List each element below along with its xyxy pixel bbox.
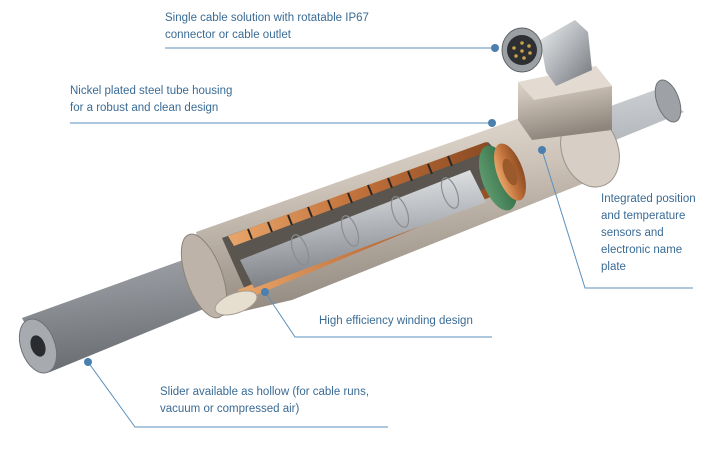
callout-winding-line-1: High efficiency winding design [319,315,473,327]
callout-sensors-line-3: sensors and [601,227,664,239]
winding-dot [261,288,269,296]
callout-connector-line-2: connector or cable outlet [165,29,291,41]
connector-block [518,66,612,140]
callout-sensors-line-2: and temperature [601,210,686,222]
callout-sensors-line-4: electronic name [601,244,683,256]
callout-housing-line-1: Nickel plated steel tube housing [70,85,233,97]
leader-lines [70,47,693,428]
sensors-dot [538,146,546,154]
slider-dot [84,358,92,366]
callout-connector: Single cable solution with rotatable IP6… [165,10,369,44]
front-end-cap [214,290,258,316]
callout-housing: Nickel plated steel tube housing for a r… [70,83,232,117]
sensor-ring [478,143,526,211]
hollow-bore-icon [30,335,46,357]
inner-magnet-rod [240,170,486,288]
callout-slider: Slider available as hollow (for cable ru… [160,384,369,418]
callout-sensors-line-1: Integrated position [601,193,696,205]
callout-sensors-line-5: plate [601,261,626,273]
leader-dots [84,44,546,366]
callout-winding: High efficiency winding design [319,313,473,330]
callout-slider-line-2: vacuum or compressed air) [160,403,300,415]
callout-connector-line-1: Single cable solution with rotatable IP6… [165,12,369,24]
sensors-leader [541,149,693,289]
slider-leader [87,361,388,428]
callout-housing-line-2: for a robust and clean design [70,102,219,114]
callout-slider-line-1: Slider available as hollow (for cable ru… [160,386,370,398]
callout-sensors: Integrated position and temperature sens… [601,191,696,276]
rotatable-connector [501,20,592,86]
connector-dot [491,44,499,52]
winding-leader [264,291,492,338]
housing-dot [488,119,496,127]
